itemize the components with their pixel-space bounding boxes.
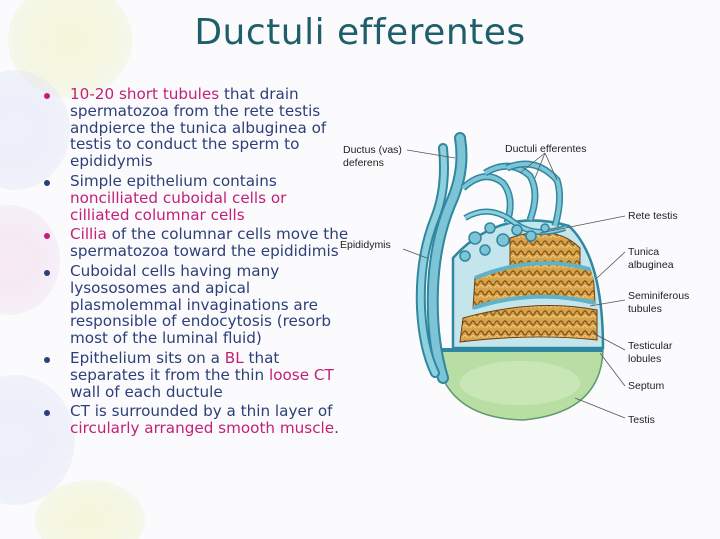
epididymis: [415, 132, 468, 384]
bullet-text-highlight: circularly arranged smooth muscle: [70, 419, 335, 438]
testis-diagram: Ductus (vas) deferens Ductuli efferentes…: [340, 132, 689, 426]
bullet-text: Simple epithelium contains: [70, 171, 277, 190]
seminiferous-tubules: [459, 231, 598, 343]
bullet-text-highlight: Cillia: [70, 225, 107, 244]
bullet-item: Cillia of the columnar cells move the sp…: [40, 226, 350, 260]
bullet-list: 10-20 short tubules that drain spermatoz…: [40, 86, 350, 440]
bullet-dot-icon: [44, 233, 50, 240]
bullet-item: CT is surrounded by a thin layer of circ…: [40, 403, 350, 437]
bullet-dot-icon: [44, 179, 50, 186]
bullet-text-highlight: loose CT: [268, 365, 334, 384]
bullet-item: Cuboidal cells having many lysososomes a…: [40, 263, 350, 347]
label-ductus-deferens-1: Ductus (vas): [343, 144, 402, 156]
bullet-dot-icon: [44, 93, 50, 99]
bullet-text: wall of each ductule: [70, 382, 223, 401]
rete-testis: [459, 222, 550, 262]
label-lobules-1: Testicular: [628, 340, 673, 352]
bullet-dot-icon: [44, 269, 50, 276]
label-tunica-2: albuginea: [628, 259, 674, 271]
bullet-text: that separates it from the thin: [70, 348, 280, 384]
label-tunica-1: Tunica: [628, 246, 659, 258]
label-epididymis: Epididymis: [340, 239, 391, 251]
bullet-text: .: [334, 419, 339, 438]
bullet-text: CT is surrounded by a thin layer of: [70, 402, 333, 421]
label-testis: Testis: [628, 414, 655, 426]
label-seminiferous-2: tubules: [628, 303, 662, 315]
bullet-item: 10-20 short tubules that drain spermatoz…: [40, 86, 350, 170]
slide-title: Ductuli efferentes: [194, 12, 526, 53]
leader-lines: [402, 149, 626, 419]
bullet-text: Epithelium sits on a: [70, 348, 225, 367]
label-rete-testis: Rete testis: [628, 210, 678, 222]
bullet-text: of the columnar cells move the spermatoz…: [70, 225, 349, 261]
bullet-dot-icon: [44, 410, 50, 417]
bullet-text-highlight: BL: [224, 348, 244, 367]
label-seminiferous-1: Seminiferous: [628, 290, 689, 302]
bullet-item: Simple epithelium contains noncilliated …: [40, 173, 350, 223]
label-ductuli-efferentes: Ductuli efferentes: [505, 143, 587, 155]
testis-highlight: [460, 361, 580, 405]
label-septum: Septum: [628, 380, 664, 392]
bullet-text-highlight: 10-20 short tubules: [70, 85, 220, 103]
bullet-text: Cuboidal cells having many lysososomes a…: [70, 261, 331, 348]
label-ductus-deferens-2: deferens: [343, 157, 384, 169]
label-lobules-2: lobules: [628, 353, 661, 365]
bullet-text-highlight: noncilliated cuboidal cells or cilliated…: [70, 188, 287, 224]
bullet-dot-icon: [44, 356, 50, 363]
bullet-item: Epithelium sits on a BL that separates i…: [40, 350, 350, 400]
bullet-text: that drain spermatozoa from the rete tes…: [70, 85, 327, 171]
